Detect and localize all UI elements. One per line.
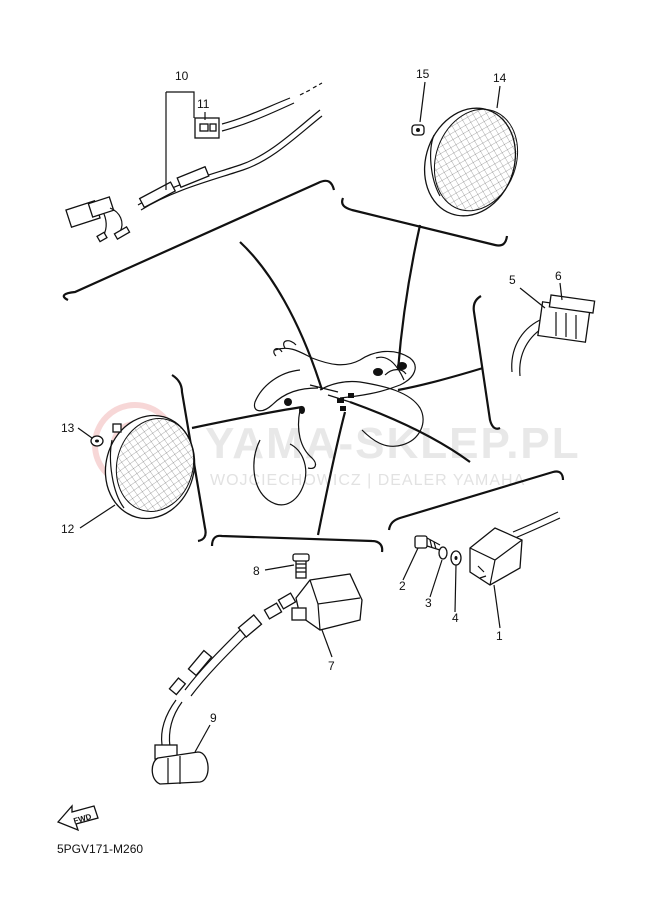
callout-4: 4 xyxy=(452,611,459,625)
rear-reflector xyxy=(411,107,519,217)
callout-15: 15 xyxy=(416,67,430,81)
callout-8: 8 xyxy=(253,564,260,578)
callout-12: 12 xyxy=(61,522,75,536)
group-leaders xyxy=(191,224,484,536)
callout-labels: 10 11 15 14 5 6 13 12 8 7 9 2 3 4 1 xyxy=(61,67,562,725)
bracket-coil xyxy=(210,534,384,553)
callout-3: 3 xyxy=(425,596,432,610)
bracket-taillight xyxy=(341,197,509,247)
spark-plug-cap xyxy=(151,614,263,785)
watermark: YAMA-SKLEP.PL WOJCIECHOWICZ | DEALER YAM… xyxy=(92,402,581,489)
bolt-icon xyxy=(414,535,428,549)
switch-coupler xyxy=(511,294,596,377)
motorcycle-frame xyxy=(253,340,424,506)
callout-1: 1 xyxy=(496,629,503,643)
callout-6: 6 xyxy=(555,269,562,283)
callout-11: 11 xyxy=(197,97,210,111)
callout-2: 2 xyxy=(399,579,406,593)
cdi-unit xyxy=(414,511,561,586)
screw-icon xyxy=(295,559,307,579)
callout-leaders xyxy=(77,81,563,753)
callout-9: 9 xyxy=(210,711,217,725)
watermark-dealer: WOJCIECHOWICZ | DEALER YAMAHA xyxy=(210,472,525,489)
diagram-code: 5PGV171-M260 xyxy=(57,842,143,856)
wire-harness xyxy=(65,82,323,243)
callout-13: 13 xyxy=(61,421,75,435)
ignition-coil xyxy=(263,553,363,631)
bracket-switch xyxy=(472,295,501,430)
callout-14: 14 xyxy=(493,71,507,85)
side-reflector xyxy=(90,414,196,520)
watermark-brand: YAMA-SKLEP.PL xyxy=(205,419,581,468)
bracket-cdi xyxy=(387,470,565,531)
bracket-harness xyxy=(62,179,336,301)
callout-7: 7 xyxy=(328,659,335,673)
fwd-arrow: FWD xyxy=(56,804,99,832)
callout-10: 10 xyxy=(175,69,189,83)
callout-5: 5 xyxy=(509,273,516,287)
